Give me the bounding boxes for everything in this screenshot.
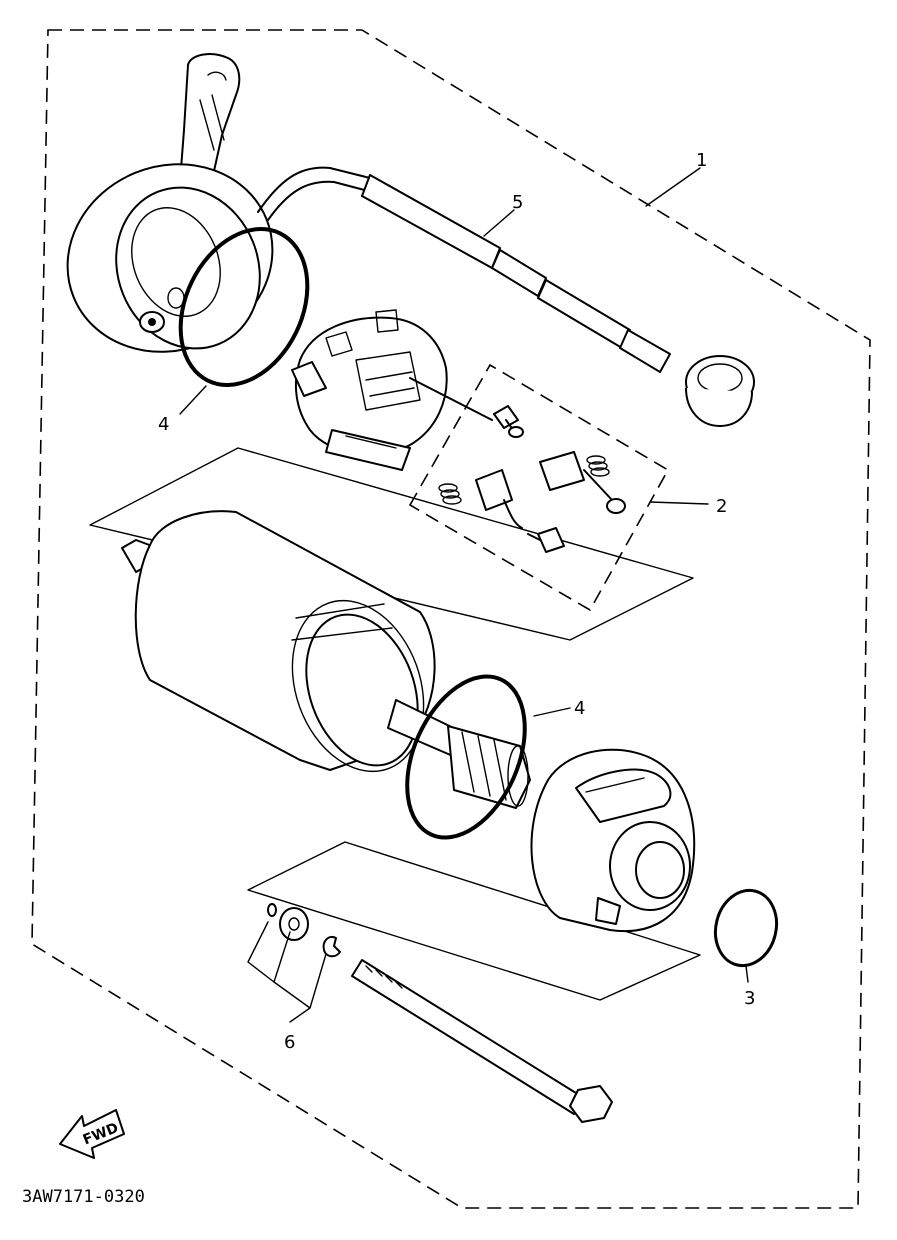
- o-ring-small: [713, 888, 779, 968]
- leader-3: [745, 965, 749, 983]
- o-ring-lower: [405, 674, 527, 840]
- front-cover: [530, 748, 696, 932]
- callout-5: 5: [512, 192, 523, 213]
- leader-1: [645, 167, 701, 207]
- callout-6: 6: [284, 1032, 295, 1053]
- leader-4-lower: [533, 707, 571, 717]
- brush-holder: [291, 309, 493, 471]
- armature-yoke: [121, 510, 531, 809]
- callout-2: 2: [716, 496, 727, 517]
- callout-4-upper: 4: [158, 414, 169, 435]
- leader-2: [649, 501, 709, 505]
- fwd-arrow-icon: FWD: [59, 1109, 125, 1159]
- rear-cover: [66, 53, 274, 353]
- brush-set-parts: [438, 405, 626, 553]
- brush-set-boundary: [408, 363, 670, 612]
- hardware-plane: [247, 841, 701, 1001]
- leader-6: [247, 921, 327, 1023]
- leader-5: [483, 209, 515, 237]
- leader-4-upper: [179, 385, 207, 415]
- lead-wire: [257, 166, 755, 427]
- washer-set: [267, 903, 341, 958]
- callout-4-lower: 4: [574, 698, 585, 719]
- spring-left: [438, 483, 462, 505]
- drawing-code: 3AW7171-0320: [22, 1187, 145, 1207]
- callout-3: 3: [744, 988, 755, 1009]
- armature-plane: [89, 447, 694, 641]
- through-bolt: [351, 959, 613, 1123]
- spring-right: [586, 455, 610, 477]
- o-ring-upper: [178, 227, 310, 387]
- callout-1: 1: [696, 150, 707, 171]
- assembly-boundary: [31, 29, 871, 1209]
